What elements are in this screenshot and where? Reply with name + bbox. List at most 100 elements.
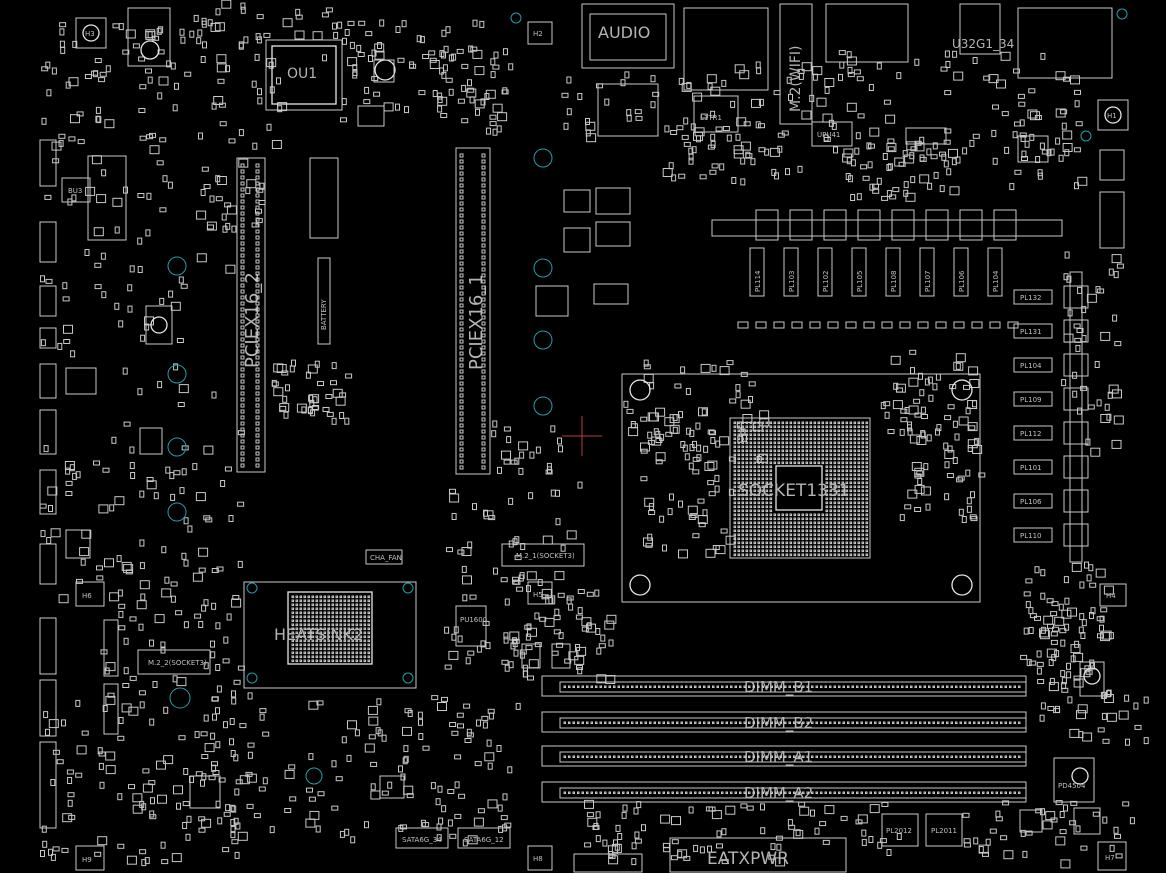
vrm-capacitor — [935, 321, 947, 329]
svg-text:PCIEX16_2: PCIEX16_2 — [242, 272, 263, 368]
hole-h1: H1 — [1097, 99, 1129, 131]
header-connector[interactable] — [39, 469, 57, 515]
usb-connector[interactable] — [825, 3, 909, 63]
component-block — [309, 157, 339, 239]
svg-text:H8: H8 — [533, 855, 543, 863]
vrm-capacitor — [827, 321, 839, 329]
inductor-label: PL108 — [890, 271, 898, 292]
component-block — [139, 427, 163, 455]
vrm-mosfet — [1063, 523, 1089, 547]
vrm-inductor — [919, 247, 935, 297]
svg-text:BATTERY: BATTERY — [320, 299, 328, 330]
header-connector[interactable] — [103, 619, 119, 677]
chip-pu4500 — [1079, 661, 1105, 697]
svg-text:PU1600: PU1600 — [460, 616, 487, 624]
header-connector[interactable] — [39, 327, 57, 349]
chip-pu1600-b: PU1600 — [455, 605, 487, 647]
pcie-slot-2-pins — [240, 163, 260, 468]
component-block — [357, 105, 385, 127]
header-bu3: BU3 — [61, 177, 91, 203]
chip-ou1[interactable]: OU1 — [265, 39, 343, 111]
sata-connector-34[interactable]: SATA6G_34 — [395, 827, 449, 849]
inductor-label: PL102 — [822, 271, 830, 292]
vrm-inductor — [749, 247, 765, 297]
sata-connector-12[interactable]: SATA6G_12 — [457, 827, 511, 849]
dimm-slot-b2[interactable]: DIMM_B2 — [541, 711, 1027, 733]
svg-text:PL2011: PL2011 — [931, 827, 957, 835]
m2-wifi-slot[interactable]: M.2(WIFI) — [779, 3, 813, 125]
dimm-slot-b1[interactable]: DIMM_B1 — [541, 675, 1027, 697]
battery-holder[interactable]: BATTERY — [317, 257, 331, 345]
vrm-capacitor — [863, 321, 875, 329]
vrm-capacitor — [809, 321, 821, 329]
header-connector[interactable] — [39, 221, 57, 263]
header-connector[interactable] — [39, 543, 57, 585]
svg-text:H4: H4 — [1106, 592, 1116, 600]
eatx-power-connector[interactable]: EATXPWR — [669, 837, 847, 873]
component-block — [905, 127, 947, 145]
inductor-label: PL107 — [924, 271, 932, 292]
fan-header-cha[interactable]: CHA_FAN — [365, 549, 403, 565]
vrm-mosfet — [1063, 421, 1089, 445]
hole-h9: H9 — [75, 845, 105, 871]
component-block — [1099, 191, 1125, 249]
vrm-inductor — [1013, 459, 1053, 475]
vrm-strip — [1069, 271, 1083, 563]
inductor-label: PL109 — [1020, 396, 1041, 404]
vrm-mosfet — [1063, 353, 1089, 377]
usb-connector[interactable] — [959, 3, 1001, 55]
header-connector[interactable] — [39, 741, 57, 829]
component-block — [573, 853, 643, 873]
hdmi-connector[interactable] — [1017, 7, 1113, 79]
cpu-socket[interactable]: SOCKET1331 — [621, 373, 981, 603]
vrm-inductor — [1013, 425, 1053, 441]
svg-text:BU3: BU3 — [68, 187, 82, 195]
chipset-heatsink[interactable]: HEATSINK2 — [243, 581, 417, 689]
vrm-inductor — [1013, 527, 1053, 543]
svg-text:PL2012: PL2012 — [886, 827, 912, 835]
vrm-inductor — [1013, 357, 1053, 373]
vrm-mosfet — [857, 209, 881, 241]
inductor-label: PL104 — [1020, 362, 1042, 370]
lan-connector[interactable] — [683, 7, 769, 91]
vrm-mosfet — [993, 209, 1017, 241]
header-connector[interactable] — [103, 683, 119, 735]
vrm-capacitor — [953, 321, 965, 329]
m2-slot-2[interactable]: M.2_2(SOCKET3) — [137, 649, 211, 675]
svg-text:H3: H3 — [85, 30, 95, 38]
svg-text:HEATSINK2: HEATSINK2 — [274, 625, 363, 644]
vrm-mosfet — [1063, 387, 1089, 411]
header-connector[interactable] — [39, 409, 57, 455]
svg-text:DIMM_B1: DIMM_B1 — [744, 678, 813, 697]
inductor-label: PL101 — [1020, 464, 1041, 472]
vrm-capacitor — [755, 321, 767, 329]
svg-text:SATA6G_12: SATA6G_12 — [464, 836, 504, 844]
header-connector[interactable] — [39, 679, 57, 737]
audio-connector[interactable]: AUDIO — [581, 3, 675, 69]
component-block — [563, 189, 591, 213]
component-block — [1017, 135, 1049, 163]
dimm-pins — [563, 685, 1021, 794]
dimm-slot-a1[interactable]: DIMM_A1 — [541, 745, 1027, 767]
header-connector[interactable] — [39, 617, 57, 675]
inductor-pl2011: PL2011 — [925, 813, 963, 847]
inductor-label: PL103 — [788, 271, 796, 292]
header-connector[interactable] — [39, 139, 57, 187]
socket-mount — [629, 379, 651, 401]
header-connector[interactable] — [39, 285, 57, 317]
svg-text:H9: H9 — [82, 856, 92, 864]
vrm-mosfet — [789, 209, 813, 241]
hole-h3: H3 — [75, 17, 107, 49]
dimm-slot-a2[interactable]: DIMM_A2 — [541, 781, 1027, 803]
component-block — [373, 59, 395, 83]
inductor-label: PL106 — [958, 270, 966, 292]
header-connector[interactable] — [39, 363, 57, 399]
m2-slot-1[interactable]: M.2_1(SOCKET3) — [501, 543, 585, 567]
vrm-mosfet — [823, 209, 847, 241]
inductor-label: PL131 — [1020, 328, 1041, 336]
vrm-capacitor — [971, 321, 983, 329]
svg-text:H1: H1 — [1107, 112, 1117, 120]
